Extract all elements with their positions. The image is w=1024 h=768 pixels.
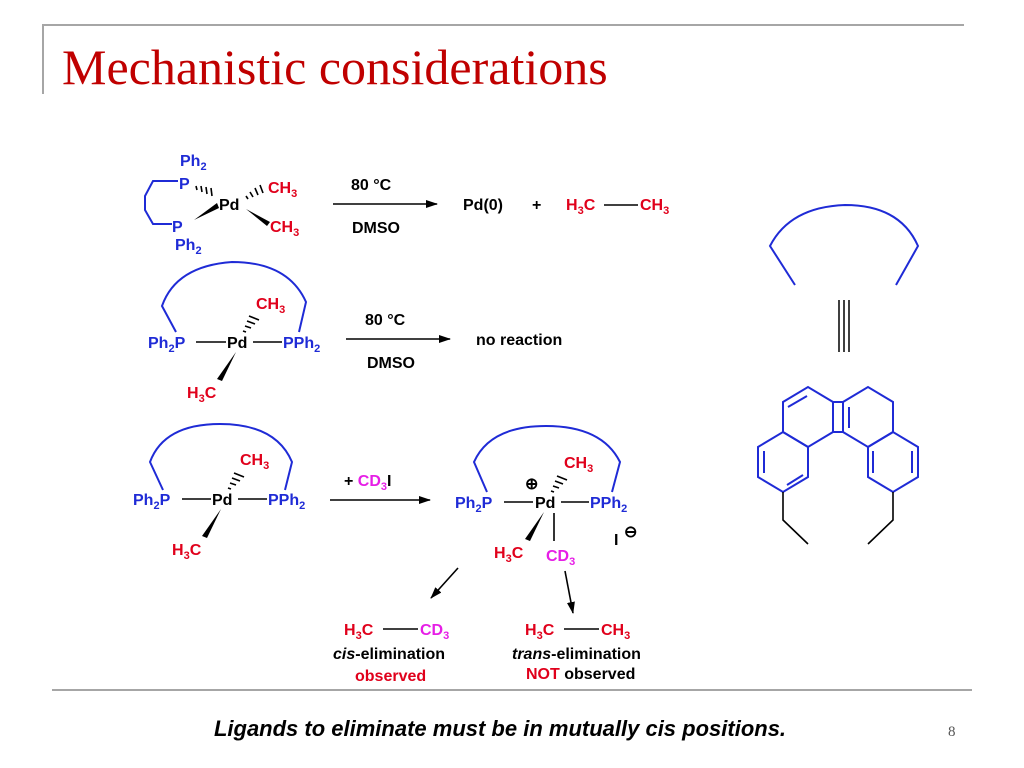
arrow-down-right-icon: [564, 570, 575, 614]
r3-hashed-bond: [227, 472, 245, 490]
cis-product: H3C CD3 cis-elimination observed: [333, 622, 449, 685]
r3-wedge-bond: [202, 509, 221, 538]
r3i-charge-minus: ⊖: [624, 524, 637, 541]
r3i-methyl-down: H3C: [494, 545, 524, 565]
reaction-1: Ph2 P P Ph2 Pd CH3 CH3 80 °C DMSO Pd(0) …: [144, 153, 669, 257]
r1-product-pd: Pd(0): [463, 197, 503, 214]
cis-product-left: H3C: [344, 622, 374, 642]
r1-ph2-bottom: Ph2: [175, 237, 202, 257]
r3i-wedge-bond: [525, 512, 544, 541]
r2-hashed-bond: [242, 315, 260, 333]
r2-conditions-bottom: DMSO: [367, 355, 415, 372]
page-number: 8: [948, 724, 956, 740]
dihydrophenanthrene-backbone-icon: [757, 385, 919, 545]
r3i-ph2p: Ph2P: [455, 495, 493, 515]
trans-label: trans-elimination: [512, 646, 641, 663]
dppe-bridge: [144, 180, 178, 225]
r1-hashed-bond-ch3: [245, 184, 264, 200]
trans-product-left: H3C: [525, 622, 555, 642]
r3-methyl-up: CH3: [240, 452, 269, 472]
cis-label: cis-elimination: [333, 646, 445, 663]
trans-status: NOT observed: [526, 666, 635, 683]
frame-top-rule: [42, 24, 964, 26]
backbone-equivalence: [757, 203, 920, 545]
r3i-cd3: CD3: [546, 548, 575, 568]
r2-pd: Pd: [227, 335, 247, 352]
r1-conditions-bottom: DMSO: [352, 220, 400, 237]
r1-wedge-bond-ch3: [246, 209, 270, 226]
trans-product: H3C CH3 trans-elimination NOT observed: [512, 622, 641, 683]
r1-p-top: P: [179, 176, 190, 193]
r3-ph2p: Ph2P: [133, 492, 171, 512]
reaction-2: Ph32P Pd PPh2 CH3 H3C 80 °C DMSO no reac…: [148, 260, 562, 405]
frame-left-rule: [42, 24, 44, 94]
r3i-pd: Pd: [535, 495, 555, 512]
trans-product-right: CH3: [601, 622, 630, 642]
r3i-iodide: I: [614, 532, 618, 549]
slide-title: Mechanistic considerations: [62, 39, 608, 95]
r1-hashed-bond-p: [195, 185, 213, 197]
triple-bond-icon: [838, 300, 850, 352]
r1-conditions-top: 80 °C: [351, 177, 392, 194]
r2-result: no reaction: [476, 332, 562, 349]
arrow-down-left-icon: [430, 567, 459, 599]
r3i-pph2: PPh2: [590, 495, 627, 515]
r3i-hashed-bond: [550, 475, 568, 493]
r1-ethane-right: CH3: [640, 197, 669, 217]
footer-statement: Ligands to eliminate must be in mutually…: [213, 716, 787, 741]
r3i-backbone-arc: [472, 424, 622, 493]
r1-methyl-a: CH3: [268, 180, 297, 200]
r2-backbone-arc: [160, 260, 308, 333]
generic-backbone-arc: [768, 203, 920, 286]
r1-methyl-b: CH3: [270, 219, 299, 239]
r1-wedge-bond-p: [194, 203, 219, 220]
r3-methyl-down: H3C: [172, 542, 202, 562]
r3-backbone-arc: [148, 422, 294, 491]
r2-wedge-bond: [217, 352, 236, 381]
r3i-methyl-up: CH3: [564, 455, 593, 475]
r3-reagent: + CD3I: [344, 473, 391, 493]
r1-p-bottom: P: [172, 219, 183, 236]
r1-ethane-left: H3C: [566, 197, 596, 217]
r2-pph2: PPh2: [283, 335, 320, 355]
reaction-3-reagent: + CD3I: [330, 473, 431, 504]
r1-ph2-top: Ph2: [180, 153, 207, 173]
r2-methyl-down: H3C: [187, 385, 217, 405]
r2-conditions-top: 80 °C: [365, 312, 406, 329]
cis-product-right: CD3: [420, 622, 449, 642]
r1-plus: +: [532, 197, 541, 214]
r3-pd: Pd: [212, 492, 232, 509]
r3i-charge-plus: ⊕: [525, 476, 538, 493]
reaction-3-reactant: Ph2P Pd PPh2 CH3 H3C: [133, 422, 305, 562]
cis-status: observed: [355, 668, 426, 685]
r2-ph2p: Ph32P: [148, 335, 186, 355]
reaction-3-intermediate: Ph2P Pd ⊕ PPh2 CH3 H3C CD3 I ⊖: [455, 424, 637, 568]
r3-pph2: PPh2: [268, 492, 305, 512]
r2-methyl-up: CH3: [256, 296, 285, 316]
footer-rule: [52, 689, 972, 691]
r1-pd: Pd: [219, 197, 239, 214]
